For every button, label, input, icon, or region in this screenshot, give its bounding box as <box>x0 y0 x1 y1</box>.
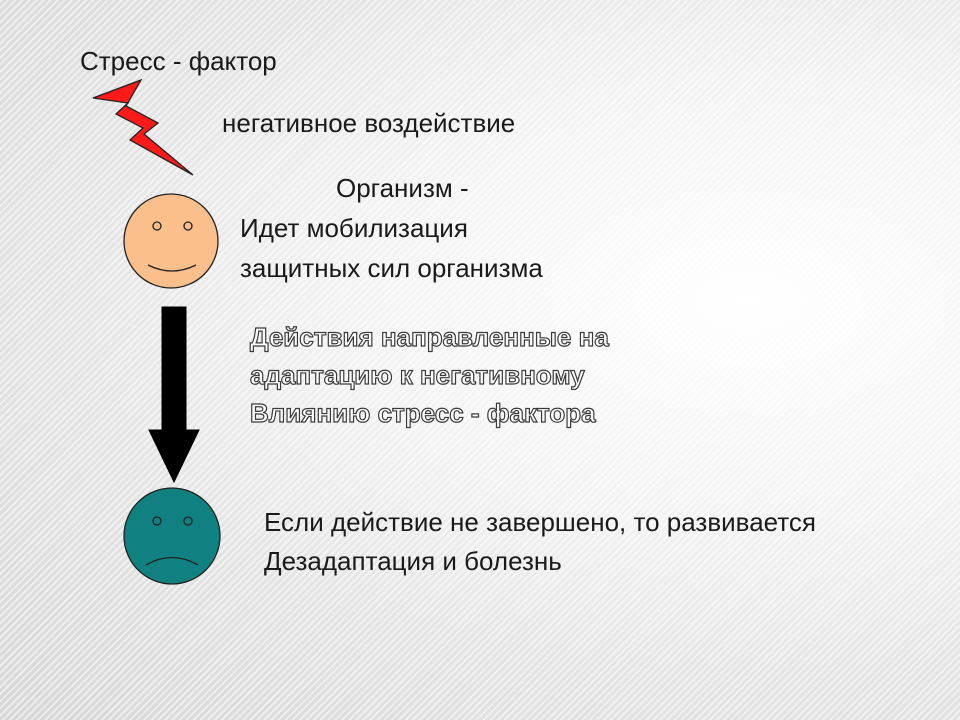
stress-factor-label: Стресс - фактор <box>80 46 277 76</box>
adaptation-text: Действия направленные на адаптацию к нег… <box>249 318 609 432</box>
down-arrow-icon <box>148 306 200 484</box>
outcome-text: Если действие не завершено, то развивает… <box>264 503 816 581</box>
adaptation-line-3: Влиянию стресс - фактора <box>249 397 596 428</box>
adaptation-line-1: Действия направленные на <box>249 321 609 352</box>
organism-line-3: защитных сил организма <box>240 253 543 283</box>
sad-face-icon <box>123 487 221 585</box>
organism-line-1: Организм - <box>336 173 469 203</box>
negative-impact-label: негативное воздействие <box>222 108 516 138</box>
organism-line-2: Идет мобилизация <box>240 213 468 243</box>
adaptation-line-2: адаптацию к негативному <box>249 359 585 390</box>
lightning-icon <box>92 78 194 176</box>
outcome-line-2: Дезадаптация и болезнь <box>264 546 562 576</box>
organism-text: Организм - Идет мобилизация защитных сил… <box>240 168 543 288</box>
happy-face-icon <box>123 193 219 289</box>
outcome-line-1: Если действие не завершено, то развивает… <box>264 507 816 537</box>
